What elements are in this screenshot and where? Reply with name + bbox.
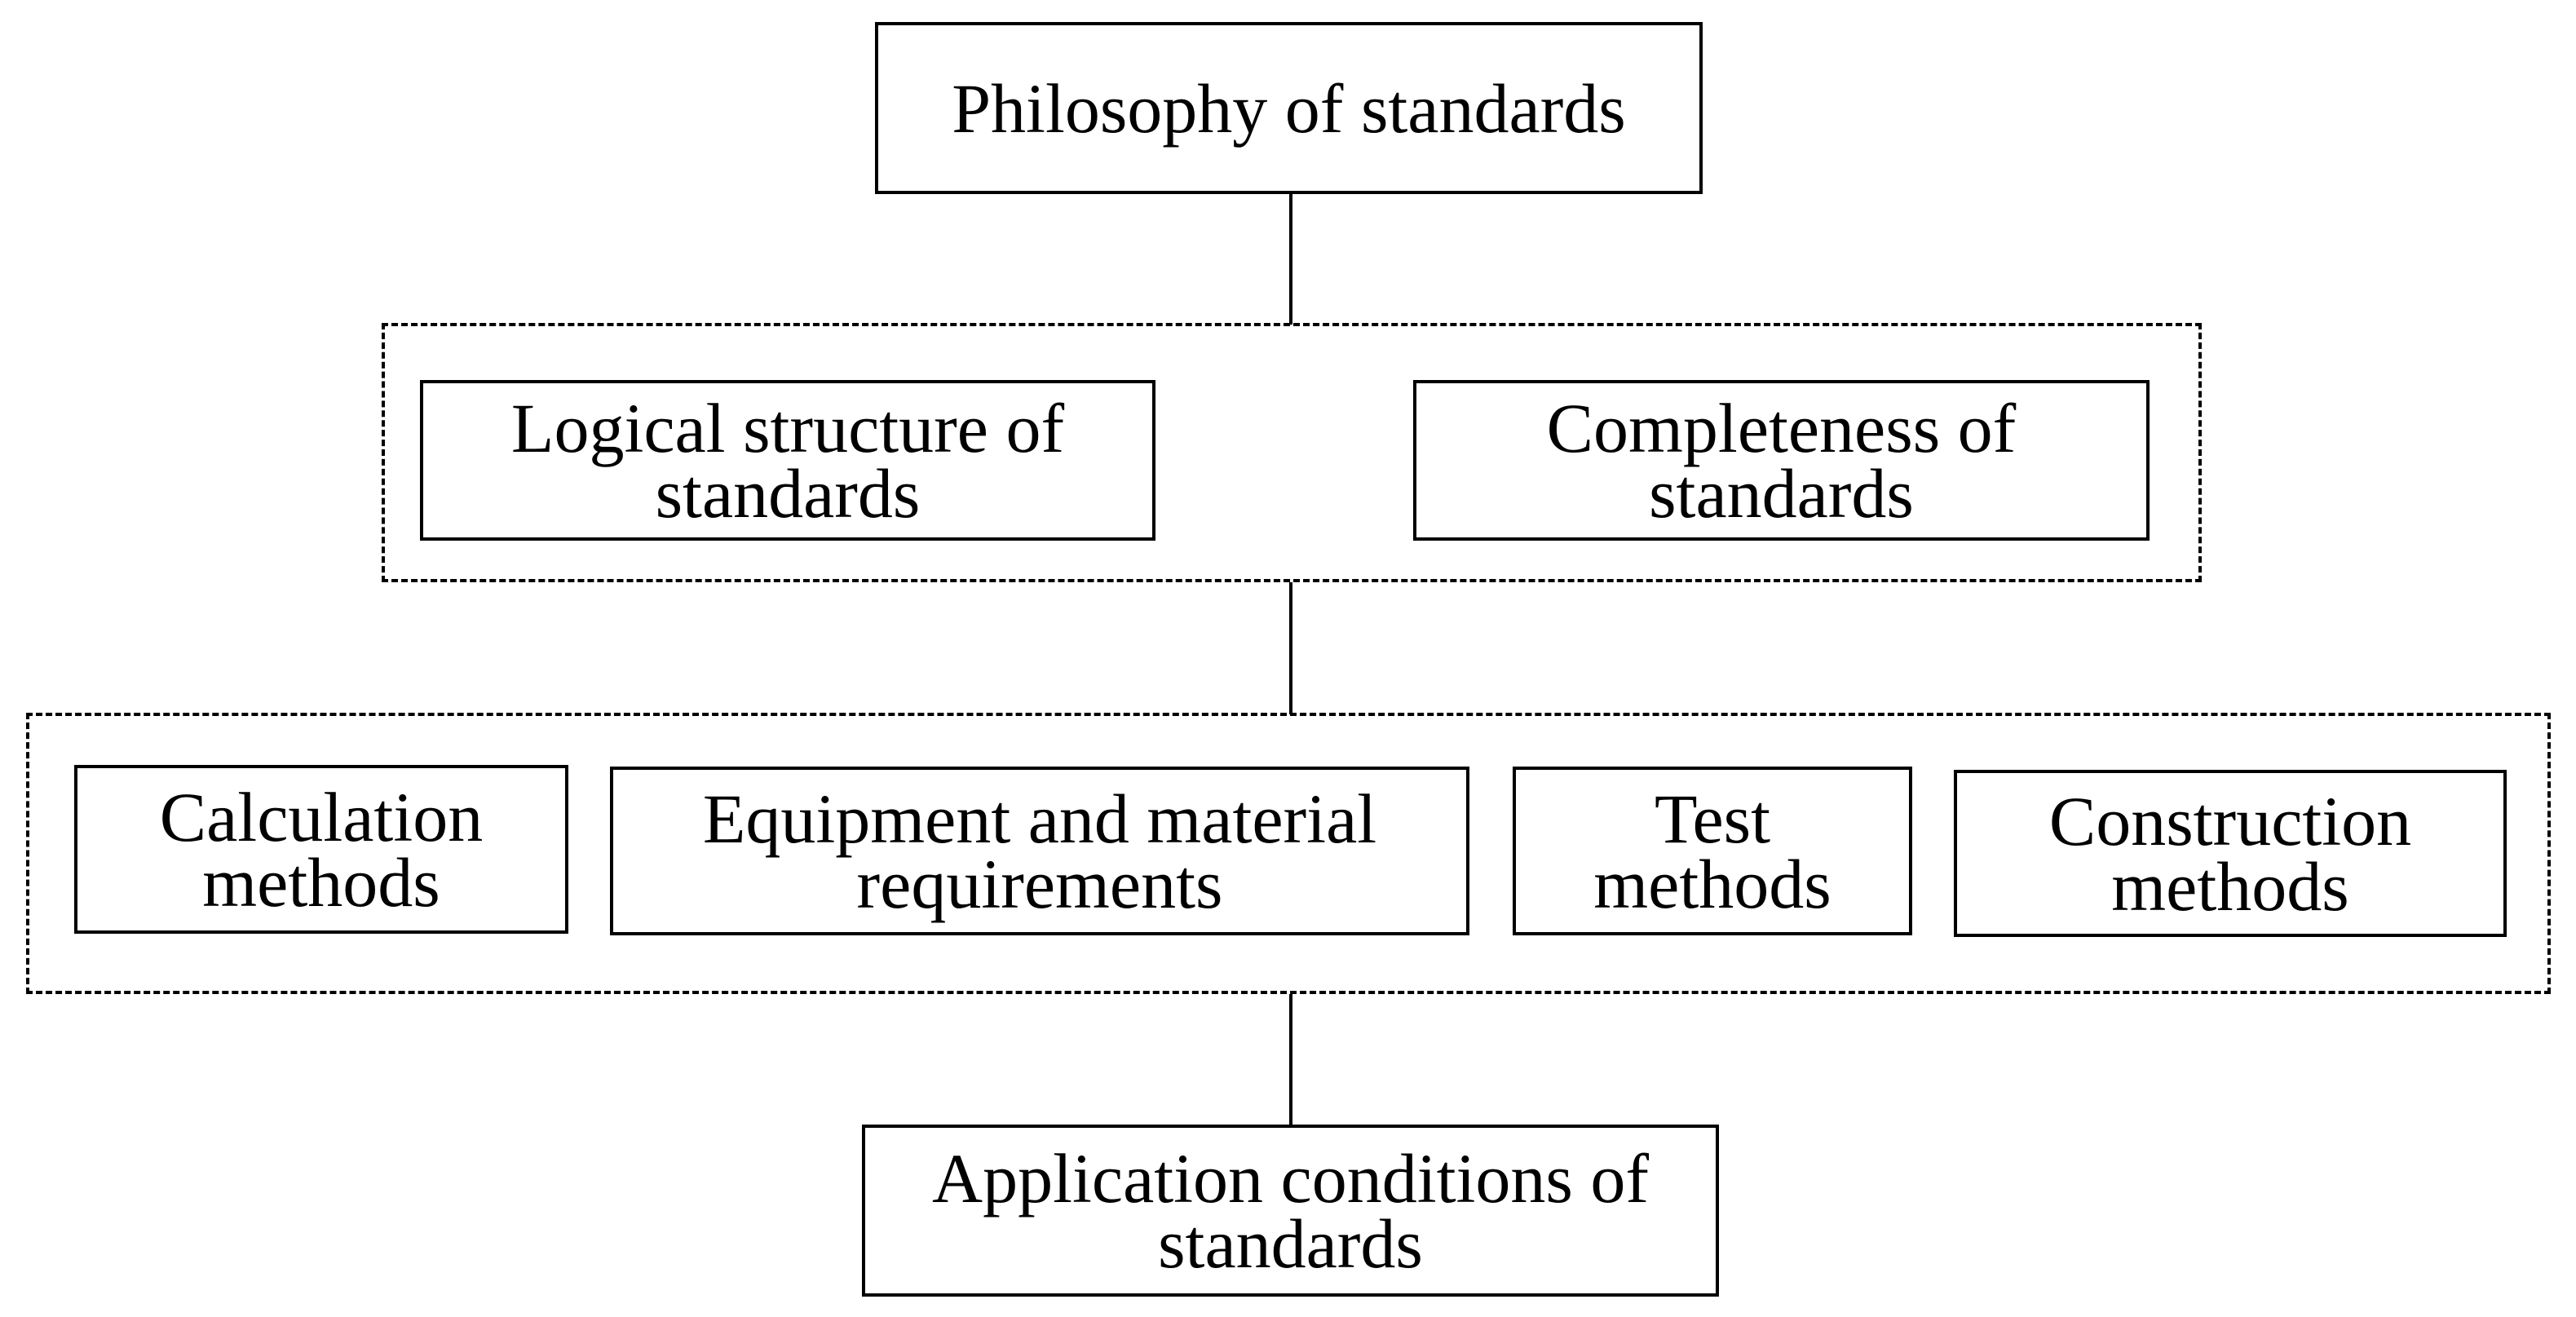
node-equipment-and-material-requirements: Equipment and material requirements [610, 767, 1469, 935]
node-label: Test methods [1593, 779, 1831, 923]
node-label: Completeness of standards [1546, 388, 2017, 533]
node-logical-structure-of-standards: Logical structure of standards [420, 380, 1155, 541]
node-label: Equipment and material requirements [702, 779, 1377, 923]
node-label: Calculation methods [159, 777, 484, 921]
node-label: Construction methods [2048, 781, 2412, 926]
node-label: Logical structure of standards [510, 388, 1065, 533]
node-philosophy-of-standards: Philosophy of standards [875, 22, 1703, 194]
node-construction-methods: Construction methods [1954, 770, 2507, 937]
connector-level-2-to-level-3 [1289, 582, 1292, 714]
connector-top-to-level-2 [1289, 194, 1292, 325]
node-label: Philosophy of standards [952, 69, 1626, 148]
group-level-3 [26, 713, 2551, 994]
connector-level-3-to-bottom [1289, 994, 1292, 1126]
node-calculation-methods: Calculation methods [74, 765, 568, 934]
node-label: Application conditions of standards [932, 1138, 1649, 1283]
node-completeness-of-standards: Completeness of standards [1413, 380, 2150, 541]
group-level-2 [382, 323, 2202, 582]
node-test-methods: Test methods [1513, 767, 1912, 935]
node-application-conditions-of-standards: Application conditions of standards [862, 1125, 1719, 1297]
